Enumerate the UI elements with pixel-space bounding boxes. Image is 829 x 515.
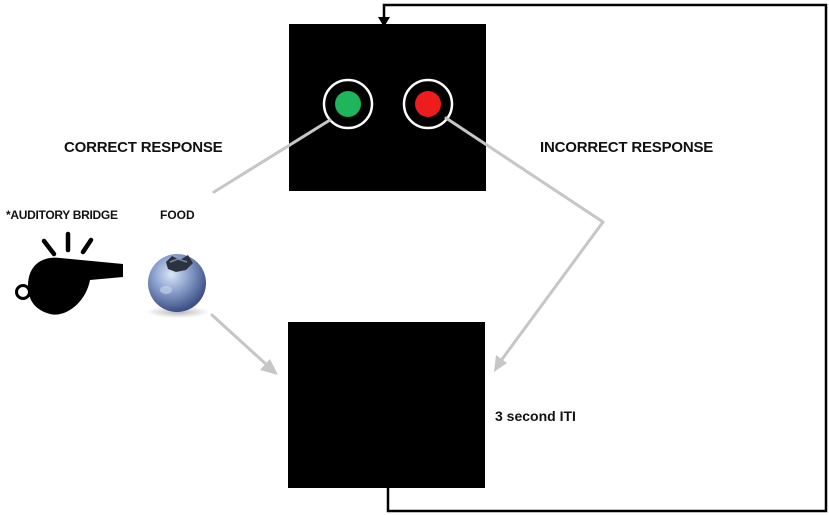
reward-to-iti-arrowhead bbox=[260, 359, 278, 375]
return-loop-arrowhead bbox=[378, 17, 390, 27]
whistle-icon bbox=[15, 231, 123, 315]
incorrect-to-iti-arrowhead bbox=[494, 355, 507, 372]
correct-response-line bbox=[212, 118, 332, 194]
return-loop-line bbox=[382, 3, 828, 513]
incorrect-response-line bbox=[444, 116, 605, 364]
stimulus-screen bbox=[289, 24, 486, 191]
iti-screen bbox=[288, 322, 485, 488]
correct-response-label: CORRECT RESPONSE bbox=[64, 139, 223, 156]
food-label: FOOD bbox=[160, 208, 195, 222]
iti-label: 3 second ITI bbox=[495, 408, 576, 424]
reward-to-iti-arrow bbox=[210, 313, 270, 368]
correct-stimulus-dot bbox=[335, 91, 361, 117]
blueberry-icon bbox=[146, 254, 210, 318]
auditory-bridge-label: *AUDITORY BRIDGE bbox=[6, 208, 118, 222]
incorrect-response-label: INCORRECT RESPONSE bbox=[540, 139, 714, 156]
incorrect-stimulus-dot bbox=[415, 91, 441, 117]
